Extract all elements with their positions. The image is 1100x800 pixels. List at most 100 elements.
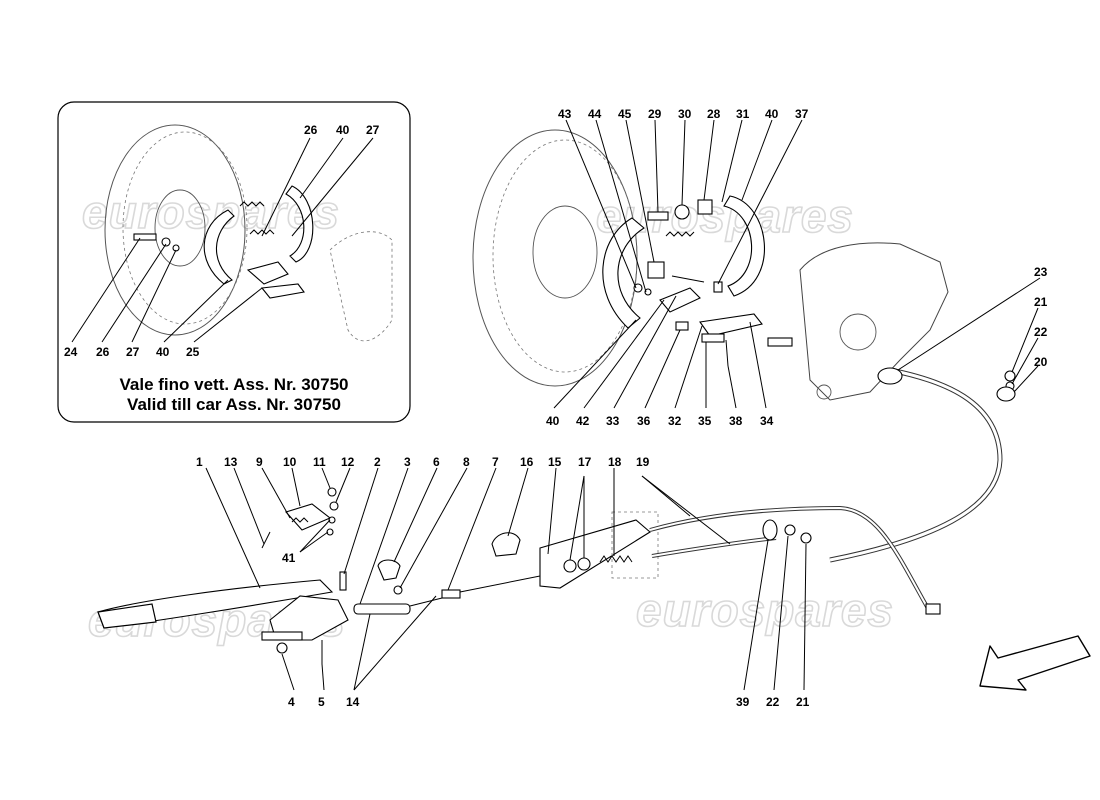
part-43-washer (633, 283, 643, 293)
watermark-lower-right: eurospares (636, 584, 894, 636)
leader-14b (353, 595, 437, 691)
leader-inset-24 (71, 237, 141, 343)
part-41b-washer (326, 528, 334, 536)
leader-17a (569, 475, 585, 561)
leader-31 (721, 119, 743, 203)
leader-29 (654, 119, 659, 213)
inset-frame (57, 101, 411, 423)
watermark-upper: eurospares (596, 190, 854, 242)
part-39-grommet (762, 519, 778, 541)
leader-9 (261, 467, 291, 519)
lever-grip (97, 603, 157, 629)
rear-cable-inner (829, 368, 1002, 562)
part-34-lever (699, 313, 763, 337)
label-29: 29 (648, 107, 662, 121)
label-8: 8 (463, 455, 470, 469)
leader-inset-27 (291, 137, 374, 237)
leader-10 (291, 467, 301, 507)
label-39: 39 (736, 695, 750, 709)
leader-44 (595, 119, 647, 293)
label-inset-40b: 40 (156, 345, 170, 359)
leader-40-upper (741, 119, 773, 201)
front-direction-arrow-icon (979, 635, 1091, 691)
label-6: 6 (433, 455, 440, 469)
rear-cable-outer (829, 367, 1003, 563)
part-3-rod-sleeve (353, 603, 411, 615)
leader-3 (359, 467, 409, 605)
part-18-spring (599, 555, 633, 563)
leader-37 (717, 119, 803, 285)
label-22-right: 22 (1034, 325, 1048, 339)
inset-spring-lower (249, 229, 275, 235)
leader-34 (749, 321, 767, 409)
inset-caption-line1: Vale fino vett. Ass. Nr. 30750 (120, 375, 349, 394)
brake-disc-vent-ring (492, 139, 638, 373)
label-40-upper: 40 (765, 107, 779, 121)
part-23-cable-grommet (877, 367, 903, 385)
label-11: 11 (313, 455, 326, 469)
leader-inset-25 (193, 287, 263, 343)
part-45-clip (647, 261, 665, 279)
label-30: 30 (678, 107, 692, 121)
label-36: 36 (637, 414, 651, 428)
label-40-lower: 40 (546, 414, 560, 428)
lever-base-plate (261, 631, 303, 641)
label-21-right: 21 (1034, 295, 1048, 309)
leader-1 (205, 467, 261, 589)
part-10-switch-bracket (285, 503, 332, 531)
leader-28 (703, 119, 715, 201)
label-20: 20 (1034, 355, 1048, 369)
label-31: 31 (736, 107, 750, 121)
part-37-bush (713, 281, 723, 293)
leader-23 (897, 277, 1041, 371)
handbrake-lever-assembly: 1 13 9 10 11 12 2 3 6 8 7 16 15 17 18 19… (97, 455, 941, 709)
leader-inset-26b (101, 243, 167, 343)
label-21-bottom: 21 (796, 695, 810, 709)
front-cable (459, 575, 541, 593)
label-17: 17 (578, 455, 592, 469)
leader-38 (727, 365, 737, 409)
label-18: 18 (608, 455, 622, 469)
leader-19b (641, 475, 731, 545)
leader-30 (681, 119, 686, 206)
leader-40-lower (553, 319, 637, 409)
hub-carrier-bore (839, 313, 877, 351)
part-12-washer (329, 501, 339, 511)
leader-12 (335, 467, 351, 503)
part-16-bracket (491, 532, 521, 557)
part-29-pin (647, 211, 669, 221)
leader-inset-40 (299, 137, 344, 199)
leader-41b (299, 519, 331, 553)
inset-hub-carrier (329, 231, 393, 342)
label-41: 41 (282, 551, 296, 565)
part-21-nut (1004, 370, 1016, 382)
label-14: 14 (346, 695, 360, 709)
label-37: 37 (795, 107, 809, 121)
label-inset-27: 27 (366, 123, 380, 137)
leader-36 (644, 329, 681, 409)
leader-2 (343, 467, 379, 575)
inset-brake-shoe-right (285, 185, 314, 263)
label-23: 23 (1034, 265, 1048, 279)
leader-21-right (1011, 307, 1039, 373)
leader-11 (321, 467, 331, 489)
part-17a-bush (563, 559, 577, 573)
inset-panel: 26 40 27 24 26 27 40 25 Vale fino vett. … (57, 101, 411, 423)
leader-22-right (1011, 337, 1039, 385)
part-35-link (701, 333, 725, 343)
label-5: 5 (318, 695, 325, 709)
part-9-spring (291, 517, 309, 523)
part-21-nut-lower (800, 532, 812, 544)
part-30-adjuster (674, 204, 690, 220)
rear-brake-assembly: 43 44 45 29 30 28 31 40 37 40 42 33 36 3… (472, 107, 1048, 563)
part-28-plug (697, 199, 713, 215)
leader-42 (583, 299, 665, 409)
label-inset-24: 24 (64, 345, 78, 359)
label-44: 44 (588, 107, 602, 121)
inset-expander (246, 261, 289, 285)
inset-lever-arm (260, 283, 305, 299)
label-13: 13 (224, 455, 238, 469)
part-2-bolt (339, 571, 347, 591)
label-22-bottom: 22 (766, 695, 780, 709)
